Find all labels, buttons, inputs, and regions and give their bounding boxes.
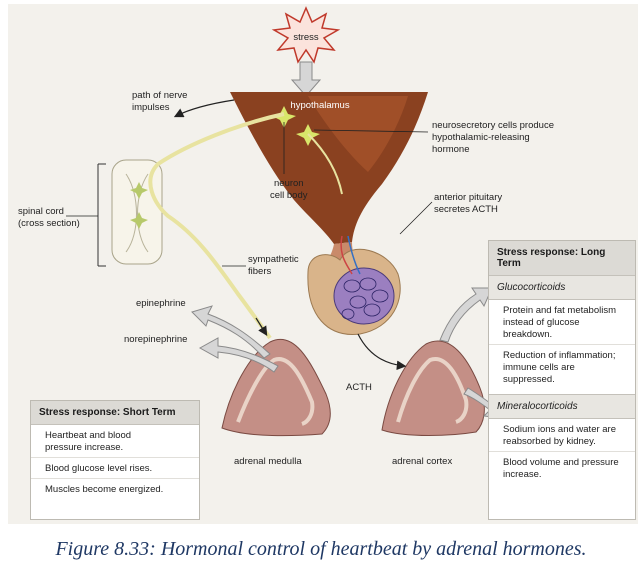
nerve-path: [148, 112, 285, 340]
mineralocorticoid-item-1: Sodium ions and water are reabsorbed by …: [489, 419, 635, 452]
short-term-item-3: Muscles become energized.: [45, 484, 164, 495]
stress-starburst: [271, 6, 341, 64]
sympathetic-label: sympathetic: [248, 254, 299, 265]
neuron-label: neuron: [274, 178, 304, 189]
long-term-box: Stress response: Long Term Glucocorticoi…: [488, 240, 636, 520]
pituitary-anterior: [333, 267, 395, 325]
anterior-pituitary-label-1: anterior pituitary: [434, 192, 502, 203]
neurosecretory-label-2: hypothalamic-releasing: [432, 132, 530, 143]
hypothalamus-label: hypothalamus: [290, 100, 349, 111]
leader-lines: [66, 122, 433, 267]
stress-arrow: [290, 61, 322, 97]
sympathetic-arrow: [255, 317, 268, 337]
glucocorticoid-arrow: [439, 287, 493, 343]
stress-label: stress: [293, 32, 319, 43]
short-term-title: Stress response: Short Term: [31, 401, 199, 425]
mineralocorticoids-heading: Mineralocorticoids: [489, 394, 635, 419]
diagram-svg: stress hypothalamus: [18, 6, 554, 467]
short-term-item-1: Heartbeat and blood pressure increase.: [31, 425, 199, 458]
capillary-network: [341, 277, 389, 320]
norepinephrine-label: norepinephrine: [124, 334, 187, 345]
acth-label: ACTH: [346, 382, 372, 393]
glucocorticoid-item-2: Reduction of inflammation; immune cells …: [503, 350, 616, 385]
portal-vessel-blue: [347, 235, 361, 275]
mineralocorticoid-item-2: Blood volume and pressure increase.: [503, 457, 619, 480]
glucocorticoid-item-1: Protein and fat metabolism instead of gl…: [489, 300, 635, 345]
nerve-impulse-arrow: [173, 99, 235, 118]
neurosecretory-label-3: hormone: [432, 144, 470, 155]
adrenal-cortex-label: adrenal cortex: [392, 456, 452, 467]
glucocorticoids-heading: Glucocorticoids: [489, 276, 635, 300]
adrenal-medulla-label: adrenal medulla: [234, 456, 302, 467]
short-term-item-2: Blood glucose level rises.: [31, 458, 199, 479]
adrenal-medulla-gland: [221, 339, 331, 437]
cell-body-label: cell body: [270, 190, 308, 201]
portal-vessel: [340, 235, 353, 275]
long-term-title: Stress response: Long Term: [489, 241, 635, 276]
anterior-pituitary-label-2: secretes ACTH: [434, 204, 498, 215]
norepinephrine-arrow: [198, 337, 279, 373]
nerve-path-2: [307, 133, 343, 195]
epinephrine-label: epinephrine: [136, 298, 186, 309]
epinephrine-arrow: [191, 305, 271, 359]
neuron-cell-1: [272, 106, 296, 128]
acth-arrow: [357, 333, 407, 371]
cross-section-label: (cross section): [18, 218, 80, 229]
hypothalamus-highlight: [308, 96, 408, 172]
spinal-cord-label: spinal cord: [18, 206, 64, 217]
fibers-label: fibers: [248, 266, 271, 277]
diagram-figure: stress hypothalamus: [8, 4, 638, 524]
path-of-nerve-label: path of nerve: [132, 90, 187, 101]
impulses-label: impulses: [132, 102, 170, 113]
short-term-box: Stress response: Short Term Heartbeat an…: [30, 400, 200, 520]
figure-caption: Figure 8.33: Hormonal control of heartbe…: [55, 538, 587, 560]
neurosecretory-label-1: neurosecretory cells produce: [432, 120, 554, 131]
